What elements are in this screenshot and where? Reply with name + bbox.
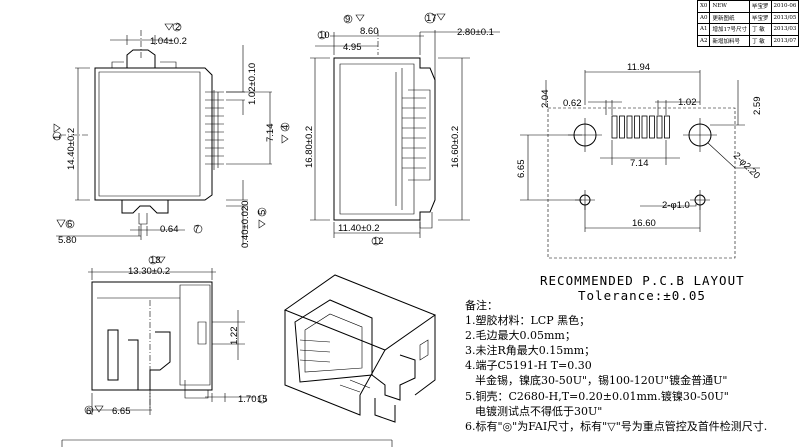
note-line: 6.标有"◎"为FAI尺寸，标有"▽"号为重点管控及首件检测尺寸. — [465, 419, 768, 433]
pcb-dim-pitch-b-label: 1.02 — [678, 97, 697, 108]
note-line: 4.端子C5191-H T=0.30 — [465, 359, 592, 373]
note-line: 半金锡，镍底30-50U"，锡100-120U"镀金普通U" — [475, 374, 728, 388]
revision-date: 2013/07 — [770, 34, 799, 47]
bottom-view: 13.30±0.2 13 1.22 6.65 6 1.70 15 — [84, 255, 268, 417]
pcb-dim-pitch-a-label: 0.62 — [563, 98, 582, 109]
side-dim-top-b-tag: 10 — [319, 30, 330, 41]
revision-row: A2 新增加料号 丁 敏 2013/07 — [696, 34, 799, 47]
revision-author: 毕宝罗 — [748, 0, 772, 13]
revision-row: A1 增加17号尺寸 丁 敏 2013/03 — [696, 23, 799, 36]
dim-right-b-tag: 4 — [280, 125, 291, 130]
note-line: 电镀测试点不得低于30U" — [475, 404, 603, 418]
revision-date: 2013/03 — [770, 23, 799, 36]
dim-height-tag: 1 — [52, 135, 63, 140]
note-line: 2.毛边最大0.05mm； — [465, 329, 576, 343]
side-dim-top-b-label: 4.95 — [343, 42, 362, 53]
side-dim-right-label: 16.60±0.2 — [450, 126, 461, 168]
note-line: 1.塑胶材料：LCP 黑色； — [465, 314, 591, 328]
notes-block: 备注： 1.塑胶材料：LCP 黑色； 2.毛边最大0.05mm； 3.未注R角最… — [465, 298, 767, 434]
dim-right-c-label: 0.40±0.020 — [240, 201, 251, 248]
bottom-dim-width-tag: 13 — [150, 255, 161, 266]
side-dim-top-c-tag: 17 — [426, 13, 437, 24]
side-dim-top-c-label: 2.80±0.1 — [457, 27, 494, 38]
side-dim-bottom-tag: 12 — [373, 236, 384, 247]
revision-row: X0 NEW 毕宝罗 2010-06 — [696, 0, 799, 13]
isometric-view — [283, 274, 437, 423]
pcb-dim-bottom-label: 16.60 — [632, 218, 656, 229]
bottom-dim-bottom-left-tag: 6 — [86, 406, 91, 417]
note-line: 3.未注R角最大0.15mm； — [465, 344, 596, 358]
dim-top-label: 1.04±0.2 — [150, 36, 187, 47]
bottom-dim-width-label: 13.30±0.2 — [128, 266, 170, 277]
pcb-dim-hole-small-label: 2-φ1.0 — [662, 200, 690, 211]
pcb-dim-top-left-label: 2.04 — [540, 90, 551, 109]
pcb-pad — [634, 115, 640, 139]
revision-author: 丁 敏 — [748, 34, 772, 47]
pcb-dim-top-right-label: 2.59 — [752, 97, 763, 116]
side-view: 8.60 9 4.95 10 2.80±0.1 17 16.80±0.2 16.… — [304, 12, 500, 247]
bottom-dim-bottom-right-tag: 15 — [257, 394, 268, 405]
pcb-pad — [626, 115, 633, 139]
pcb-layout-title: RECOMMENDED P.C.B LAYOUT — [540, 273, 745, 288]
note-line: 5.铜壳：C2680-H,T=0.20±0.01mm.镀镍30-50U" — [465, 389, 729, 403]
pcb-pad — [656, 115, 663, 139]
pcb-dim-pin-span-label: 7.14 — [630, 158, 649, 169]
pcb-pad — [649, 115, 655, 139]
side-dim-bottom-label: 11.40±0.2 — [338, 223, 380, 234]
dim-bottom-tag: 7 — [194, 224, 199, 235]
revision-code: A2 — [696, 34, 711, 47]
side-dim-left-label: 16.80±0.2 — [304, 126, 315, 168]
pcb-pad — [611, 115, 618, 139]
revision-desc: NEW — [709, 0, 750, 13]
pcb-layout-tolerance: Tolerance:±0.05 — [578, 288, 706, 303]
revision-code: A0 — [696, 11, 711, 24]
pcb-dim-left-label: 6.65 — [516, 160, 527, 179]
notes-heading: 备注： — [465, 299, 498, 312]
revision-date: 2010-06 — [770, 0, 799, 13]
revision-code: A1 — [696, 23, 711, 36]
pcb-dim-width-label: 11.94 — [627, 62, 650, 73]
dim-right-b-label: 7.14 — [265, 124, 276, 143]
dim-height-label: 14.40±0.2 — [66, 128, 77, 170]
dim-right-c-tag: 5 — [257, 210, 268, 215]
pcb-layout: 11.94 2.04 2.59 0.62 1.02 7.14 6.65 2-φ2… — [516, 62, 763, 303]
dim-left-bottom-label: 5.80 — [58, 235, 77, 246]
dim-right-a-label: 1.02±0.10 — [247, 63, 258, 105]
pcb-pad — [619, 115, 625, 139]
dim-bottom-label: 0.64 — [160, 224, 179, 235]
dim-left-bottom-tag: 6 — [67, 219, 72, 230]
dim-top-tag: 2 — [175, 22, 180, 33]
revision-code: X0 — [696, 0, 711, 13]
pcb-pad — [664, 115, 670, 139]
front-view: 1.04±0.2 2 14.40±0.2 1 1.02±0.10 7.14 4 … — [52, 22, 291, 248]
side-dim-top-a-tag: 9 — [345, 14, 350, 25]
revision-table: X0 NEW 毕宝罗 2010-06 A0 更新图纸 毕宝罗 2013/05 A… — [696, 0, 799, 47]
revision-desc: 增加17号尺寸 — [709, 23, 750, 36]
side-dim-top-a-label: 8.60 — [360, 26, 379, 37]
pcb-pad — [641, 115, 648, 139]
bottom-dim-bottom-right-label: 1.70 — [238, 394, 257, 405]
revision-desc: 新增加料号 — [709, 34, 750, 47]
bottom-dim-right-label: 1.22 — [229, 327, 240, 346]
bottom-dim-bottom-left-label: 6.65 — [112, 406, 131, 417]
pcb-dim-hole-big-label: 2-φ2.20 — [731, 150, 762, 181]
